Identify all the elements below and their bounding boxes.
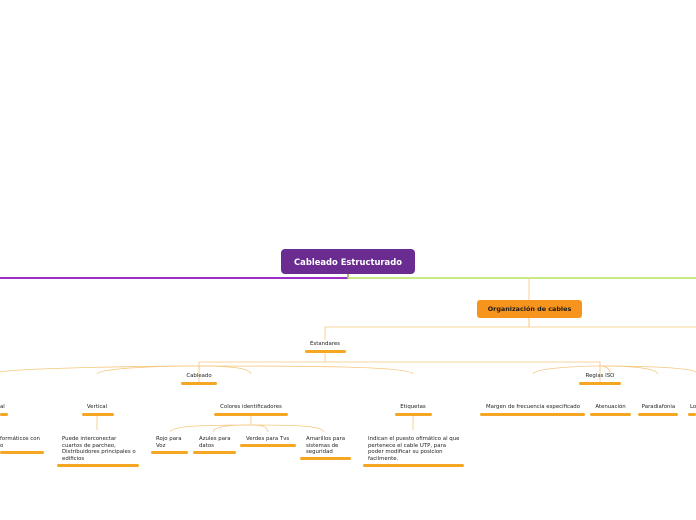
node-reglas-iso-underline xyxy=(579,382,621,385)
node-paradiafonia[interactable]: Paradiafonia xyxy=(641,404,676,410)
detail-azules-underline xyxy=(193,451,236,454)
tree-lines xyxy=(0,278,696,433)
node-estandares[interactable]: Estandares xyxy=(310,341,340,347)
detail-horizontal-line2: o xyxy=(0,442,4,449)
detail-vertical-underline xyxy=(57,464,139,467)
node-cableado[interactable]: Cableado xyxy=(186,373,212,379)
root-topic[interactable]: Cableado Estructurado xyxy=(281,249,415,274)
node-cableado-underline xyxy=(181,382,217,385)
detail-vertical[interactable]: Puede interconectar cuartos de parcheo, … xyxy=(62,436,136,462)
detail-horizontal-underline xyxy=(0,451,44,454)
node-paradiafonia-underline xyxy=(638,413,678,416)
detail-verdes-underline xyxy=(240,444,296,447)
node-partial-right-underline xyxy=(688,413,696,416)
detail-horizontal-line1: formáticos con xyxy=(0,436,40,442)
detail-verdes[interactable]: Verdes para Tvs xyxy=(246,436,290,442)
node-colores[interactable]: Colores identificadores xyxy=(220,404,282,410)
node-etiquetas[interactable]: Etiquetas xyxy=(400,404,426,410)
node-estandares-underline xyxy=(305,350,346,353)
root-right-branch-line xyxy=(347,274,696,279)
main-topic-label: Organización de cables xyxy=(487,305,572,313)
detail-amarillos-underline xyxy=(300,457,351,460)
node-horizontal-partial[interactable]: al xyxy=(0,404,5,410)
detail-azules[interactable]: Azules para datos xyxy=(199,436,231,449)
detail-etiquetas-underline xyxy=(363,464,464,467)
node-vertical-underline xyxy=(82,413,114,416)
node-margen-underline xyxy=(480,413,585,416)
detail-horizontal[interactable]: formáticos con o xyxy=(0,436,44,449)
node-vertical[interactable]: Vertical xyxy=(86,404,108,410)
node-colores-underline xyxy=(214,413,288,416)
detail-rojo-underline xyxy=(151,451,188,454)
detail-rojo[interactable]: Rojo para Voz xyxy=(156,436,182,449)
root-topic-label: Cableado Estructurado xyxy=(294,256,402,267)
node-reglas-iso[interactable]: Reglas ISO xyxy=(585,373,615,379)
node-atenuacion-underline xyxy=(590,413,631,416)
detail-amarillos[interactable]: Amarillos para sistemas de seguridad xyxy=(306,436,346,456)
main-topic-organizacion[interactable]: Organización de cables xyxy=(477,300,582,318)
node-atenuacion[interactable]: Atenuación xyxy=(595,404,626,410)
node-margen[interactable]: Margen de frecuencia especificado xyxy=(485,404,580,410)
node-etiquetas-underline xyxy=(395,413,432,416)
node-horizontal-underline xyxy=(0,413,8,416)
detail-etiquetas[interactable]: Indican el puesto ofimático al que perte… xyxy=(368,436,460,462)
node-partial-right[interactable]: Lo xyxy=(690,404,696,410)
root-left-branch-line xyxy=(0,274,349,279)
